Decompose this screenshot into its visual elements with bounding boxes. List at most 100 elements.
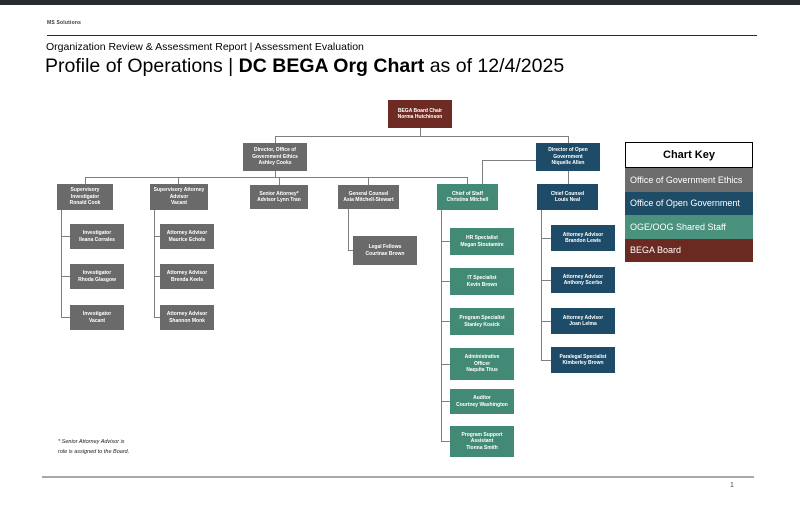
org-node-line: Program Specialist [459,315,505,321]
connector-line [61,317,70,318]
org-node-line: Courtney Washington [456,401,508,408]
connector-line [85,177,467,178]
org-node-line: Director, Office of [254,147,296,154]
connector-line [441,401,450,402]
connector-line [368,177,369,185]
connector-line [568,171,569,184]
chart-key-row-key-oog: Office of Open Government [625,191,753,215]
org-node-line: HR Specialist [466,235,498,241]
org-node-line: Attorney Advisor [562,273,604,280]
connector-line [275,136,276,143]
org-node-line: Louis Neal [554,197,581,203]
connector-line [541,238,551,239]
connector-line [85,177,86,184]
connector-line [61,236,70,237]
org-node-line: Courtnae Brown [365,250,405,257]
org-node-line: Attorney Advisor [562,314,604,321]
org-node-line: Investigator [82,230,112,236]
chart-key-row-key-oge: Office of Government Ethics [625,168,753,192]
connector-line [441,281,450,282]
org-node-line: Ileana Corrales [79,236,115,243]
footer-divider [42,476,754,478]
connector-line [441,441,450,442]
org-node-line: Kevin Brown [466,281,498,288]
org-node-line: Niquelle Allen [551,160,585,167]
header-divider [47,35,757,36]
org-node-line: Attorney Advisor [166,311,208,317]
connector-line [541,321,551,322]
org-node-line: Auditor [473,395,491,401]
org-node-line: Asia Mitchell-Stewart [343,197,394,203]
connector-line [568,136,569,143]
connector-line [482,160,536,161]
org-node-line: Director of Open [548,147,588,154]
org-node-line: Investigator [70,193,100,200]
org-node-line: Ashley Cooks [258,160,292,167]
org-node-line: Advisor [169,193,189,200]
org-node-line: Vacant [88,317,106,324]
org-node-line: Ronald Cook [69,200,101,207]
org-node-line: Government Ethics [252,153,298,160]
org-node-senior-attorney-advisor: Senior Attorney*Advisor Lynn Tran [250,185,308,209]
org-node-line: Supervisory Attorney [153,187,205,194]
connector-line [154,276,160,277]
window-top-bar [0,0,800,5]
org-node-line: Government [553,153,583,160]
org-node-line: Administrative [464,354,500,361]
chart-key-title: Chart Key [625,142,753,168]
org-node-line: Brenda Keels [171,276,203,283]
org-node-line: Stanley Kosick [464,321,500,328]
connector-line [441,321,450,322]
connector-line [279,177,280,185]
org-node-line: Chief Counsel [550,190,585,197]
org-node-line: Attorney Advisor [166,270,208,276]
connector-line [467,177,468,184]
footnote-line: * Senior Attorney Advisor is [58,439,125,445]
org-node-line: Christina Mitchell [446,197,489,203]
report-subtitle: Organization Review & Assessment Report … [46,41,364,53]
org-node-line: BEGA Board Chair [397,107,443,114]
org-node-line: Attorney Advisor [562,231,604,238]
connector-line [348,209,349,251]
connector-line [178,177,179,184]
org-node-line: Megan Stoutamire [460,241,504,248]
org-node-line: Naquita Titus [466,367,498,374]
connector-line [541,210,542,360]
org-node-line: Officer [473,360,491,367]
org-node-line: Senior Attorney* [259,190,299,197]
org-node-line: Shannon Monk [169,317,205,324]
chart-key-row-key-board: BEGA Board [625,238,753,262]
connector-line [154,317,160,318]
footnote: * Senior Attorney Advisor is role is ass… [58,438,129,458]
connector-line [61,276,70,277]
connector-line [420,128,421,136]
org-node-line: Brandon Lewis [565,238,601,244]
connector-line [154,210,155,317]
connector-line [61,210,62,317]
org-node-line: Paralegal Specialist [559,353,607,360]
org-node-line: Supervisory [70,187,100,194]
